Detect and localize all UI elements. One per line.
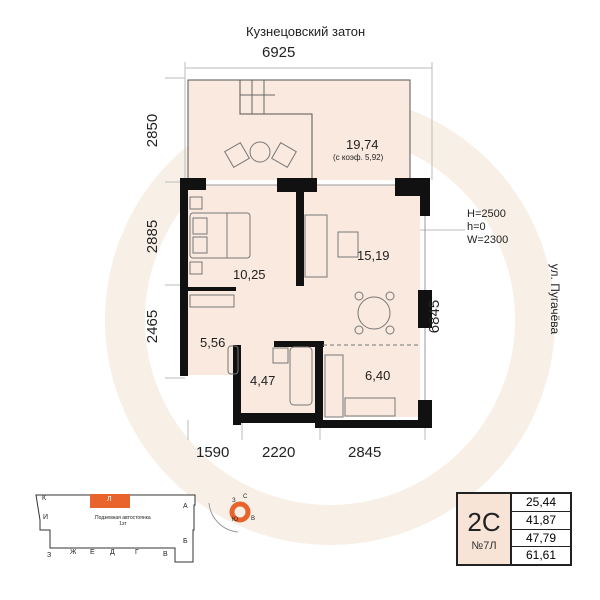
apartment-number: №7Л (471, 539, 497, 552)
dimension-bottom-2: 2220 (262, 444, 296, 461)
compass-s: Ю (232, 517, 239, 523)
parking-label: Подземная автостоянка 1эт (95, 515, 151, 527)
room-area-kitchen: 6,40 (365, 368, 391, 383)
dimension-top: 6925 (262, 44, 296, 61)
window-width: W=2300 (467, 234, 509, 246)
dimension-right: 6845 (426, 299, 444, 334)
section-Ж: Ж (70, 549, 77, 556)
terrace-coefficient: (с коэф. 5,92) (333, 153, 384, 162)
area-value-4: 61,61 (525, 548, 557, 563)
dimension-left-3: 2465 (144, 309, 162, 344)
street-name-top: Кузнецовский затон (246, 24, 366, 39)
window-sill: h=0 (467, 221, 486, 233)
section-Е: Е (90, 549, 95, 556)
room-area-bedroom: 10,25 (233, 267, 266, 282)
apartment-type: 2С №7Л (458, 494, 512, 564)
area-value-1: 25,44 (512, 494, 570, 512)
stairs-icon (240, 80, 275, 114)
section-Б: Б (183, 538, 188, 545)
dimension-lines (165, 62, 465, 440)
bed-icon (189, 196, 251, 275)
section-Д: Д (110, 549, 115, 556)
compass-w: З (232, 498, 236, 504)
windows (206, 184, 426, 400)
apartment-legend: 2С №7Л 25,44 41,87 47,79 61,61 (456, 492, 572, 566)
apartment-type-code: 2С (467, 506, 501, 537)
walls (180, 178, 432, 428)
room-area-terrace: 19,74 (346, 137, 379, 152)
section-В: В (163, 551, 168, 558)
section-А: А (183, 503, 188, 510)
compass-n: С (243, 494, 248, 500)
area-value-2: 41,87 (512, 512, 570, 530)
parking-level: 1эт (119, 521, 127, 527)
dimension-left-1: 2850 (144, 113, 162, 148)
room-area-bath: 4,47 (250, 373, 276, 388)
compass-e: В (251, 516, 256, 522)
dimension-left-2: 2885 (144, 219, 162, 254)
section-Л: Л (107, 496, 112, 503)
room-area-hall: 5,56 (200, 335, 226, 350)
window-spec: H=2500 h=0 W=2300 (467, 208, 508, 247)
section-И: И (43, 514, 49, 521)
dimension-bottom-3: 2845 (348, 444, 382, 461)
parking-text: Подземная автостоянка (95, 515, 151, 521)
dimension-bottom-1: 1590 (196, 444, 230, 461)
street-name-right: ул. Пугачёва (548, 263, 563, 335)
window-height: H=2500 (467, 208, 506, 220)
section-Г: Г (135, 549, 139, 556)
terrace-outline (187, 79, 411, 180)
sofa-table-icons (189, 141, 418, 418)
room-area-living: 15,19 (357, 248, 390, 263)
section-З: З (47, 552, 52, 559)
area-values: 25,44 41,87 47,79 61,61 (512, 494, 570, 564)
area-value-3: 47,79 (512, 530, 570, 548)
section-К: К (42, 495, 47, 502)
